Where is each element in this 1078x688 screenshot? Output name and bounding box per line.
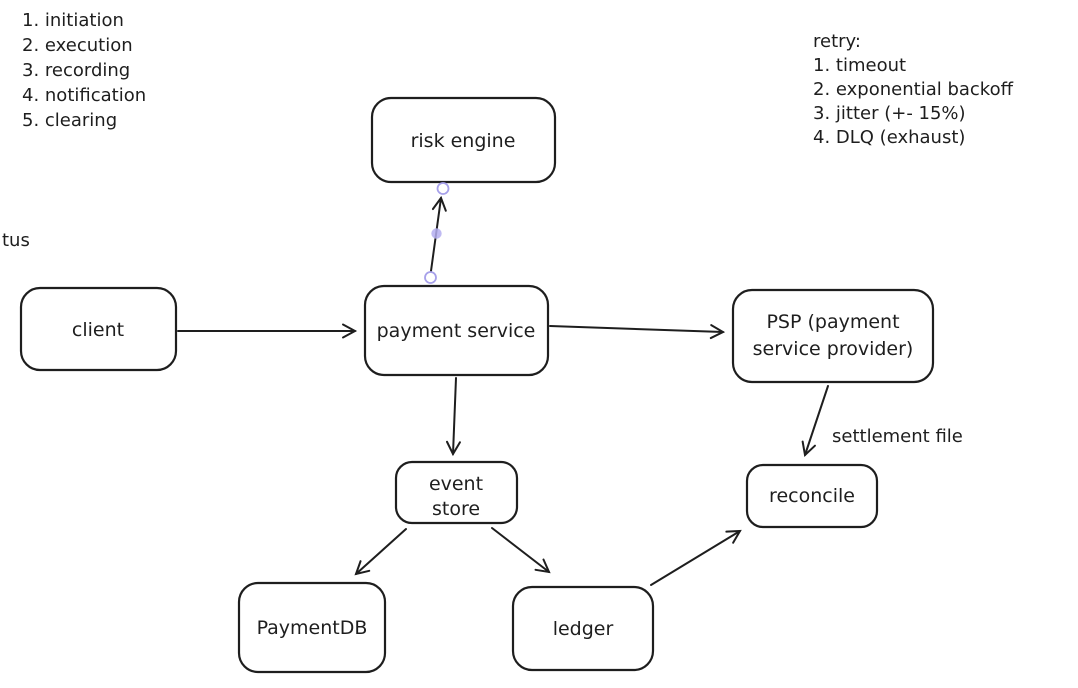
arrow-event-store-to-paymentdb[interactable] (354, 528, 407, 576)
node-risk-engine-box[interactable] (370, 96, 557, 184)
node-event-store-box[interactable] (394, 460, 519, 525)
node-reconcile-label: reconcile (769, 485, 855, 507)
node-paymentdb-label: PaymentDB (257, 617, 368, 639)
selection-endpoint-handle-bottom[interactable] (424, 271, 437, 284)
node-paymentdb-box[interactable] (237, 581, 387, 674)
retry-policy-text[interactable]: retry: 1. timeout 2. exponential backoff… (813, 30, 1013, 150)
arrow-psp-to-reconcile[interactable] (801, 385, 829, 457)
clipped-status-text[interactable]: tus (2, 230, 30, 251)
retry-step-line: 1. timeout (813, 55, 907, 76)
node-payment-service-box[interactable] (363, 284, 550, 377)
node-psp-label-line2: service provider) (753, 338, 914, 360)
node-paymentdb: PaymentDB (237, 581, 387, 674)
node-event-store-label-line1: event (429, 473, 483, 495)
node-payment-service: payment service (363, 284, 550, 377)
retry-step-line: 2. exponential backoff (813, 79, 1013, 100)
node-psp: PSP (payment service provider) (731, 288, 935, 384)
lifecycle-step-line: 5. clearing (22, 110, 118, 131)
retry-title-line: retry: (813, 31, 861, 52)
node-ledger: ledger (511, 585, 655, 672)
node-client-box[interactable] (19, 286, 178, 372)
arrow-event-store-to-ledger[interactable] (491, 527, 551, 574)
retry-step-line: 3. jitter (+- 15%) (813, 103, 966, 124)
node-risk-engine: risk engine (370, 96, 557, 184)
retry-step-line: 4. DLQ (exhaust) (813, 127, 966, 148)
node-psp-box[interactable] (731, 288, 935, 384)
node-event-store-label-line2: store (432, 498, 480, 520)
lifecycle-step-line: 3. recording (22, 60, 131, 81)
arrow-payment-service-to-psp[interactable] (549, 324, 726, 340)
selection-endpoint-handle-top[interactable] (436, 182, 450, 195)
lifecycle-step-line: 2. execution (22, 35, 133, 56)
node-reconcile-box[interactable] (745, 463, 879, 529)
node-client: client (19, 286, 178, 372)
arrows-layer (177, 195, 829, 586)
node-ledger-box[interactable] (511, 585, 655, 672)
node-payment-service-label: payment service (377, 320, 536, 342)
lifecycle-step-line: 1. initiation (22, 10, 124, 31)
node-client-label: client (72, 319, 124, 341)
node-risk-engine-label: risk engine (411, 130, 516, 152)
lifecycle-steps-text[interactable]: 1. initiation 2. execution 3. recording … (22, 8, 146, 133)
arrow-payment-service-to-event-store[interactable] (445, 377, 461, 457)
node-ledger-label: ledger (553, 618, 614, 640)
node-psp-label-line1: PSP (payment (766, 311, 899, 333)
selection-midpoint-handle[interactable] (431, 228, 442, 239)
lifecycle-step-line: 4. notification (22, 85, 147, 106)
settlement-file-label[interactable]: settlement file (832, 426, 963, 447)
node-event-store: event store (394, 460, 519, 525)
node-reconcile: reconcile (745, 463, 879, 529)
selected-arrow-handles (424, 182, 450, 284)
arrow-ledger-to-reconcile[interactable] (650, 529, 742, 586)
